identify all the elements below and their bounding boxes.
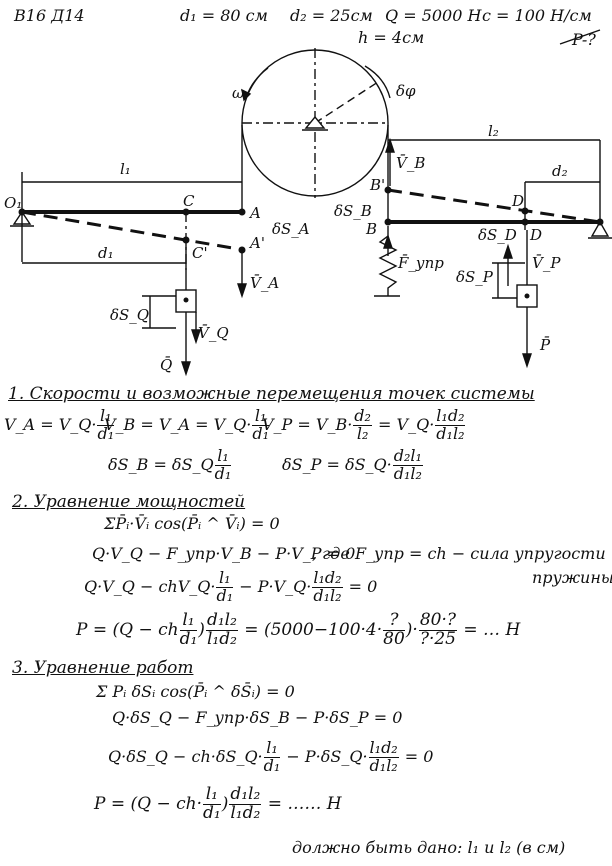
s2-eq1: Q·V_Q − F_упр·V_B − P·V_P = 0 xyxy=(92,544,356,563)
label-o1: O₁ xyxy=(4,194,23,212)
label-d: D xyxy=(512,192,525,210)
label-a-prime: A' xyxy=(250,234,265,252)
label-q: Q̄ xyxy=(160,356,173,374)
label-vq: V̄_Q xyxy=(198,324,229,342)
s2-note1: , где F_упр = ch − сила упругости xyxy=(312,544,606,563)
label-c: C xyxy=(183,192,195,210)
s2-sum: ΣP̄ᵢ·V̄ᵢ cos(P̄ᵢ ^ V̄ᵢ) = 0 xyxy=(104,514,280,533)
section2-title: 2. Уравнение мощностей xyxy=(12,492,246,512)
s3-footer: должно быть дано: l₁ и l₂ (в см) xyxy=(292,838,566,857)
label-l2: l₂ xyxy=(488,122,499,140)
variant-label: В16 Д14 xyxy=(14,6,85,25)
section1-title: 1. Скорости и возможные перемещения точе… xyxy=(8,384,535,404)
d2-given: d₂ = 25см xyxy=(290,6,373,25)
find-label: P-? xyxy=(572,30,596,49)
delta-phi-arc xyxy=(364,65,391,99)
s3-sum: Σ Pᵢ δSᵢ cos(P̄ᵢ ^ δS̄ᵢ) = 0 xyxy=(96,682,295,701)
label-d2: d₂ xyxy=(552,162,568,180)
label-a: A xyxy=(250,204,261,222)
c-given: c = 100 Н/см xyxy=(482,6,592,25)
s3-eq1: Q·δS_Q − F_упр·δS_B − P·δS_P = 0 xyxy=(112,708,403,727)
label-c-prime: C' xyxy=(192,244,208,262)
mechanism-diagram xyxy=(10,29,612,377)
rotated-radius xyxy=(314,81,379,124)
label-va: V̄_A xyxy=(250,274,280,292)
label-dsa: δS_A xyxy=(272,220,310,238)
label-omega: ω xyxy=(232,84,245,102)
label-dsd: δS_D xyxy=(478,226,517,244)
q-given: Q = 5000 Н xyxy=(385,6,482,25)
h-given: h = 4см xyxy=(358,28,425,47)
right-lever-rotated xyxy=(387,188,601,224)
label-b: B xyxy=(366,220,378,238)
label-delta-phi: δφ xyxy=(396,82,416,100)
label-p: P̄ xyxy=(540,336,551,354)
label-d1: d₁ xyxy=(98,244,114,262)
left-lever-rotated xyxy=(21,210,245,252)
find-slash xyxy=(559,29,601,45)
d1-given: d₁ = 80 см xyxy=(180,6,268,25)
section3-title: 3. Уравнение работ xyxy=(12,658,194,678)
label-dsq: δS_Q xyxy=(110,306,150,324)
label-fupr: F̄_упр xyxy=(398,254,444,272)
label-vb: V̄_B xyxy=(396,154,426,172)
label-d-prime: D xyxy=(530,226,543,244)
label-dsp: δS_P xyxy=(456,268,493,286)
label-l1: l₁ xyxy=(120,160,131,178)
label-b-prime: B' xyxy=(370,176,386,194)
s2-note2: пружины xyxy=(532,568,612,587)
label-vp: V̄_P xyxy=(532,254,561,272)
label-dsb: δS_B xyxy=(334,202,372,220)
